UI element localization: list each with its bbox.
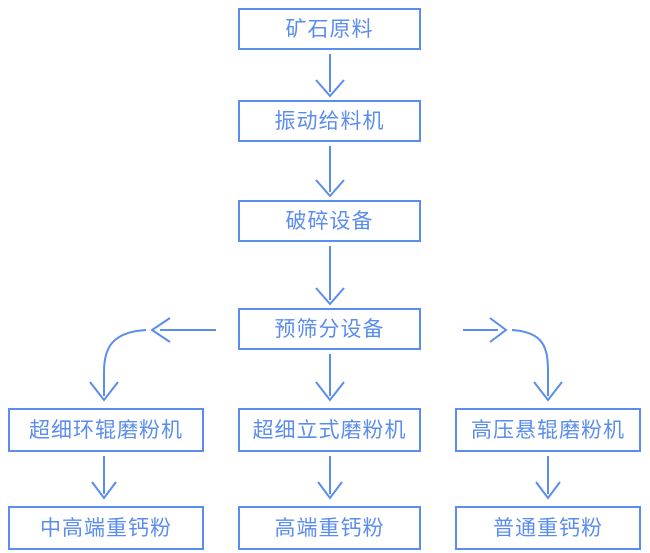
connector-screen-to-mid	[315, 354, 345, 402]
node-mid-high-end-heavy-calcium-powder[interactable]: 中高端重钙粉	[8, 506, 204, 550]
connector-screen-to-left-branch	[150, 317, 216, 343]
node-ultrafine-ring-roller-mill[interactable]: 超细环辊磨粉机	[8, 408, 204, 452]
node-raw-ore[interactable]: 矿石原料	[238, 8, 421, 50]
node-raw-ore-label: 矿石原料	[285, 17, 374, 41]
node-pre-screening-equipment[interactable]: 预筛分设备	[238, 308, 421, 350]
node-vibrating-feeder[interactable]: 振动给料机	[238, 100, 421, 142]
node-crushing-equipment[interactable]: 破碎设备	[238, 200, 421, 242]
node-vibrating-feeder-label: 振动给料机	[274, 109, 385, 133]
node-high-pressure-suspension-roller-mill[interactable]: 高压悬辊磨粉机	[455, 408, 641, 452]
connector-mid-mill-to-product	[317, 456, 343, 500]
node-ordinary-heavy-calcium-powder-label: 普通重钙粉	[493, 516, 603, 540]
connector-left-mill-to-product	[91, 456, 117, 500]
connector-right-mill-to-product	[535, 456, 561, 500]
node-high-end-heavy-calcium-powder-label: 高端重钙粉	[274, 516, 385, 540]
connector-right-branch-curve	[511, 329, 563, 402]
node-ultrafine-vertical-mill[interactable]: 超细立式磨粉机	[238, 408, 421, 452]
node-crushing-equipment-label: 破碎设备	[285, 209, 374, 233]
node-ordinary-heavy-calcium-powder[interactable]: 普通重钙粉	[455, 506, 641, 550]
node-pre-screening-equipment-label: 预筛分设备	[274, 317, 385, 341]
connector-raw-to-feeder	[315, 54, 345, 98]
node-high-pressure-suspension-roller-mill-label: 高压悬辊磨粉机	[471, 418, 625, 442]
node-ultrafine-ring-roller-mill-label: 超细环辊磨粉机	[29, 418, 183, 442]
node-mid-high-end-heavy-calcium-powder-label: 中高端重钙粉	[40, 516, 172, 540]
node-ultrafine-vertical-mill-label: 超细立式磨粉机	[252, 418, 407, 442]
node-high-end-heavy-calcium-powder[interactable]: 高端重钙粉	[238, 506, 421, 550]
connector-screen-to-right-branch	[463, 317, 508, 343]
connector-feeder-to-crusher	[315, 146, 345, 198]
connector-left-branch-curve	[89, 329, 147, 402]
connector-crusher-to-screen	[315, 246, 345, 306]
